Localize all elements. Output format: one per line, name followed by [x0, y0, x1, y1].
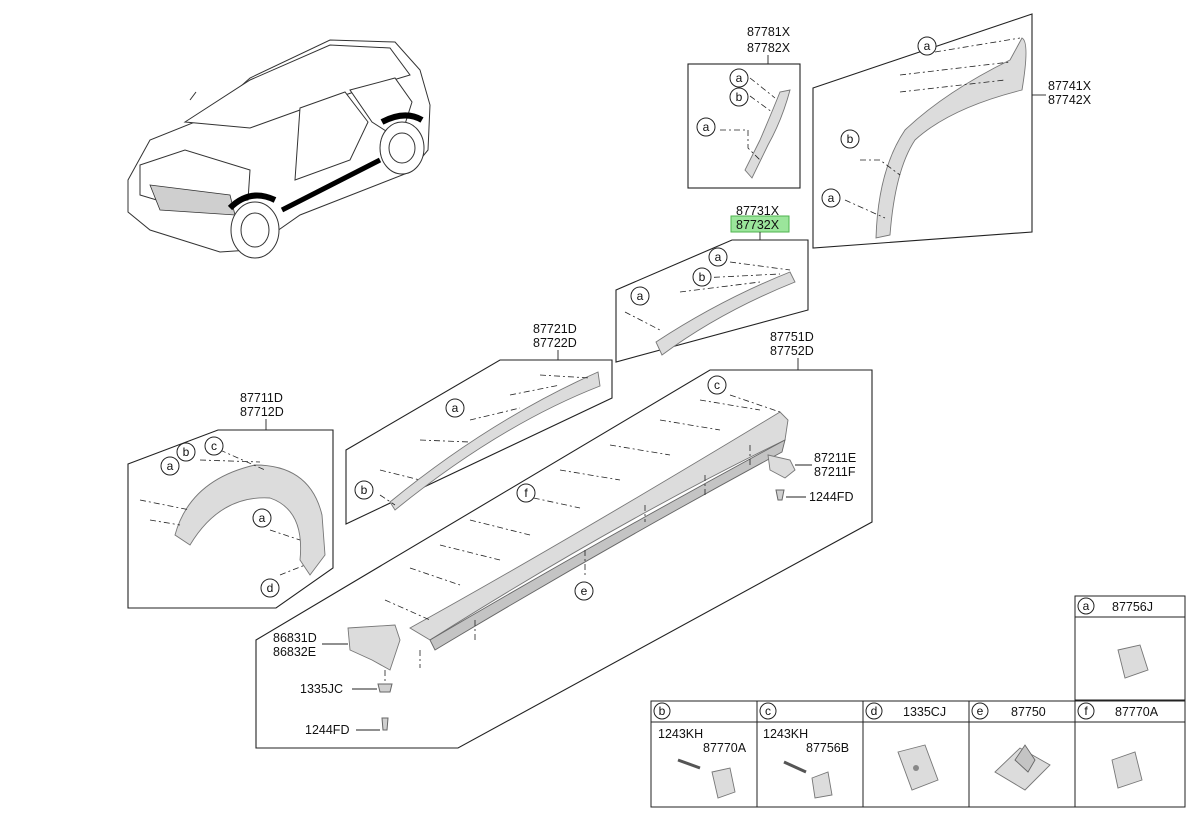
part-frame: [812, 13, 1033, 249]
legend-part: 1243KH: [763, 727, 808, 741]
callout-letter: a: [452, 401, 459, 415]
legend-part: 87750: [1011, 705, 1046, 719]
part-number: 1335JC: [300, 682, 343, 696]
legend-part: 87756J: [1112, 600, 1153, 614]
front-door-garnish: [389, 371, 601, 511]
callout-letter: b: [183, 445, 190, 459]
legend-part: 87770A: [703, 741, 747, 755]
part-number: 87211F: [814, 465, 856, 479]
front-wheel-arch-molding: [174, 464, 326, 576]
part-number: 87742X: [1048, 93, 1092, 107]
legend-letter: f: [1084, 704, 1088, 718]
callout-letter: a: [828, 191, 835, 205]
callout-letter: a: [637, 289, 644, 303]
callout-letter: b: [736, 90, 743, 104]
callout-letter: a: [703, 120, 710, 134]
callout-letter: f: [524, 486, 528, 500]
part-number: 87211E: [814, 451, 856, 465]
group-87741x: 87741X 87742X a b a: [812, 13, 1092, 249]
group-87711d: 87711D 87712D b c a a d: [127, 391, 334, 609]
callout-letter: a: [167, 459, 174, 473]
legend-part: 1335CJ: [903, 705, 946, 719]
part-number: 87782X: [747, 41, 791, 55]
part-number: 86831D: [273, 631, 317, 645]
clip-87750: [994, 747, 1051, 791]
clip-87756b: [811, 771, 833, 799]
mud-guard: [347, 624, 401, 671]
rear-door-garnish: [655, 271, 796, 356]
callout-letter: a: [924, 39, 931, 53]
side-sill-molding: [409, 411, 789, 641]
part-frame: [687, 63, 801, 189]
group-87751d: 87751D 87752D c f e 87211E 87211F 1244FD…: [255, 330, 873, 749]
part-number: 87732X: [736, 218, 780, 232]
mud-guard-bracket: [767, 454, 796, 479]
legend-part: 1243KH: [658, 727, 703, 741]
legend-letter: c: [765, 704, 771, 718]
part-number: 87721D: [533, 322, 577, 336]
callout-letter: a: [715, 250, 722, 264]
fastener-legend: a 87756J b 1243KH 87770A c 1243KH 87756B…: [650, 595, 1186, 808]
clip-87770a: [711, 767, 736, 799]
legend-letter: a: [1083, 599, 1090, 613]
pillar-garnish: [744, 89, 791, 179]
legend-letter: e: [977, 704, 984, 718]
part-frame: [345, 359, 613, 525]
part-number: 87781X: [747, 25, 791, 39]
callout-letter: c: [211, 439, 217, 453]
vehicle-illustration: [127, 39, 431, 259]
part-number: 1244FD: [305, 723, 349, 737]
part-number: 1244FD: [809, 490, 853, 504]
group-87781x: 87781X 87782X a b a: [687, 25, 801, 189]
clip-87770a-f: [1111, 751, 1143, 789]
legend-letter: d: [871, 704, 878, 718]
part-number: 87741X: [1048, 79, 1092, 93]
callout-letter: a: [259, 511, 266, 525]
clip-87756j: [1117, 644, 1149, 679]
callout-letter: a: [736, 71, 743, 85]
part-frame: [615, 239, 809, 363]
callout-letter: c: [714, 378, 720, 392]
part-number: 87712D: [240, 405, 284, 419]
legend-part: 87756B: [806, 741, 849, 755]
group-87721d: 87721D 87722D a b: [345, 322, 613, 525]
part-number: 87731X: [736, 204, 780, 218]
part-number: 86832E: [273, 645, 316, 659]
legend-part: 87770A: [1115, 705, 1159, 719]
side-sill-lower: [429, 439, 786, 651]
legend-letter: b: [659, 704, 666, 718]
callout-letter: e: [581, 584, 588, 598]
part-number: 87722D: [533, 336, 577, 350]
part-frame: [127, 429, 334, 609]
part-number: 87751D: [770, 330, 814, 344]
part-number: 87711D: [240, 391, 283, 405]
group-87731x: 87731X 87732X a b a: [615, 204, 809, 363]
callout-letter: b: [699, 270, 706, 284]
callout-letter: b: [361, 483, 368, 497]
callout-letter: b: [847, 132, 854, 146]
callout-letter: d: [267, 581, 274, 595]
part-number: 87752D: [770, 344, 814, 358]
part-frame: [255, 369, 873, 749]
rear-wheel-arch-molding: [875, 37, 1027, 239]
